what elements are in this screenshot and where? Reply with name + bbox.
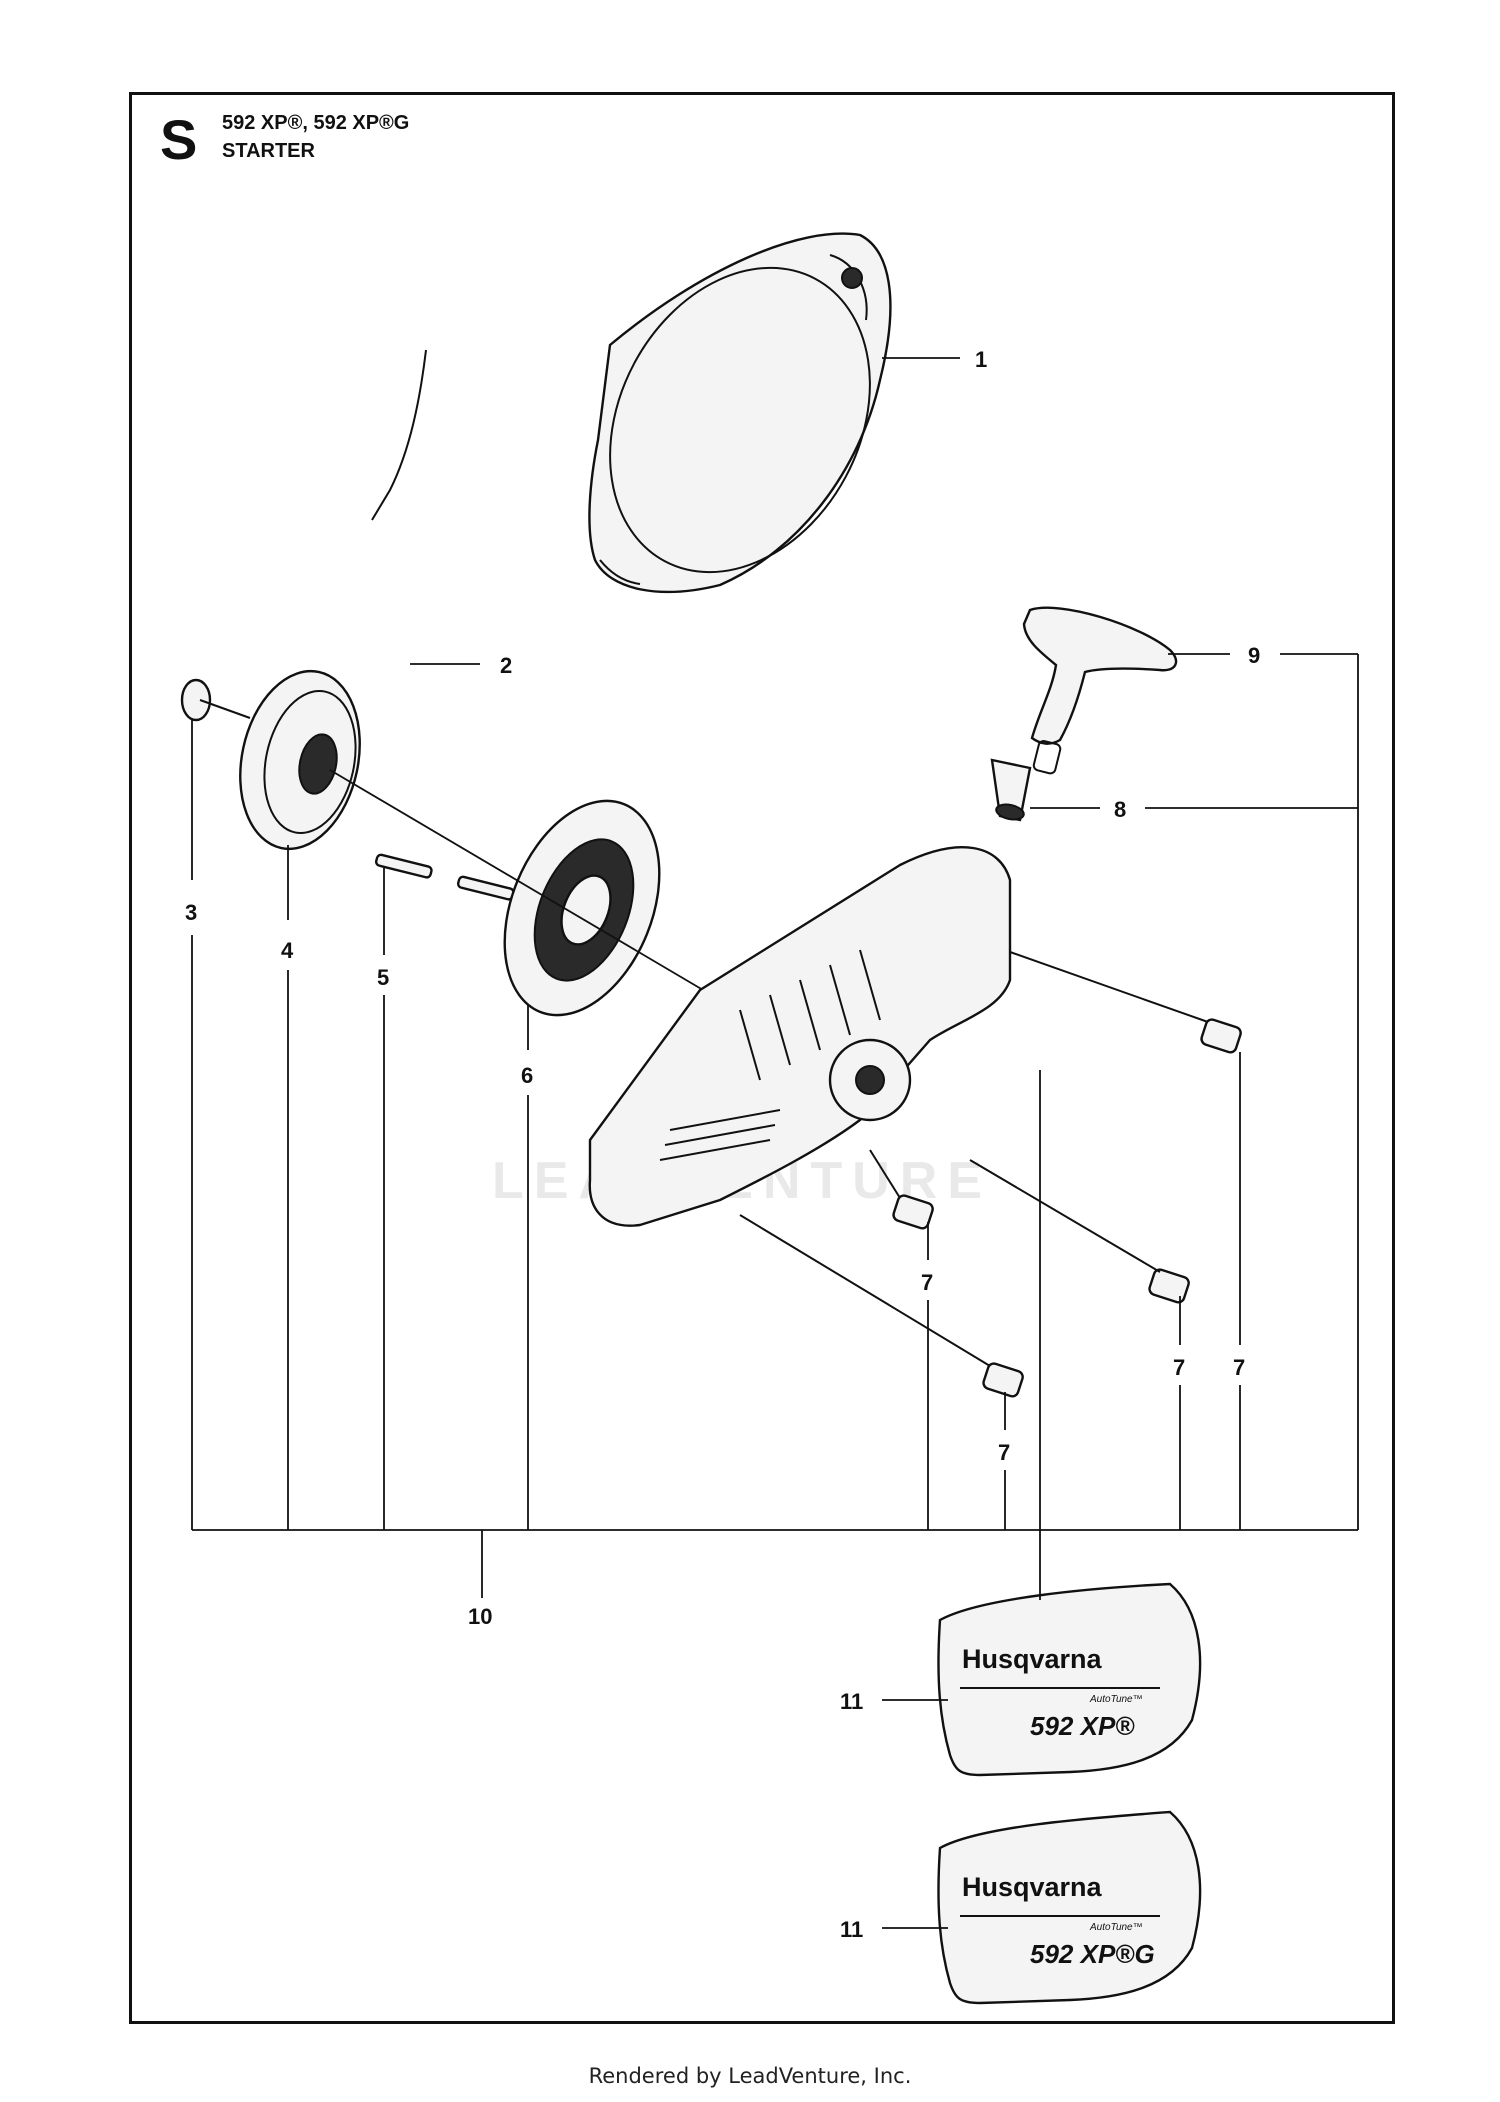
callout-3: 3 <box>185 900 197 925</box>
assembly-axis-line <box>329 769 721 1001</box>
section-letter: S <box>160 108 198 171</box>
rope-guide <box>990 758 1032 822</box>
starter-handle <box>1022 606 1178 775</box>
callout-5: 5 <box>377 965 389 990</box>
callout-7: 7 <box>1173 1355 1185 1380</box>
decal-brand: Husqvarna <box>962 1872 1103 1902</box>
fan-housing <box>588 232 892 594</box>
decal-subline: AutoTune™ <box>1089 1694 1143 1705</box>
callout-11: 11 <box>840 1917 863 1942</box>
bolts <box>739 951 1242 1398</box>
callout-4: 4 <box>281 938 294 963</box>
diagram-title: STARTER <box>222 140 315 162</box>
decal-subline: AutoTune™ <box>1089 1922 1143 1933</box>
decal-592xpg: Husqvarna AutoTune™ 592 XP®G <box>937 1810 1202 2005</box>
callout-10: 10 <box>468 1604 492 1629</box>
center-screw <box>180 678 251 722</box>
starter-cover <box>588 846 1012 1227</box>
callout-2: 2 <box>500 653 512 678</box>
decal-592xp: Husqvarna AutoTune™ 592 XP® <box>937 1582 1202 1777</box>
model-names: 592 XP®, 592 XP®G <box>222 112 410 134</box>
callout-1: 1 <box>975 347 987 372</box>
diagram-frame <box>129 92 1395 2024</box>
decal-model: 592 XP® <box>1030 1711 1135 1741</box>
rope-pulley <box>239 669 361 851</box>
callout-6: 6 <box>521 1063 533 1088</box>
callout-7: 7 <box>1233 1355 1245 1380</box>
spring-cassette <box>503 799 661 1017</box>
callout-labels: 1 2 3 4 5 6 7 7 7 7 8 9 10 11 11 <box>185 347 1260 1942</box>
rewind-spring-wire <box>371 349 427 521</box>
leader-lines <box>191 357 1359 1929</box>
callout-11: 11 <box>840 1689 863 1714</box>
footer-credit: Rendered by LeadVenture, Inc. <box>588 2064 912 2088</box>
callout-7: 7 <box>998 1440 1010 1465</box>
callout-9: 9 <box>1248 643 1260 668</box>
callout-7: 7 <box>921 1270 933 1295</box>
decal-model: 592 XP®G <box>1030 1939 1155 1969</box>
spring-pins <box>374 853 515 901</box>
callout-8: 8 <box>1114 797 1126 822</box>
decal-brand: Husqvarna <box>962 1644 1103 1674</box>
